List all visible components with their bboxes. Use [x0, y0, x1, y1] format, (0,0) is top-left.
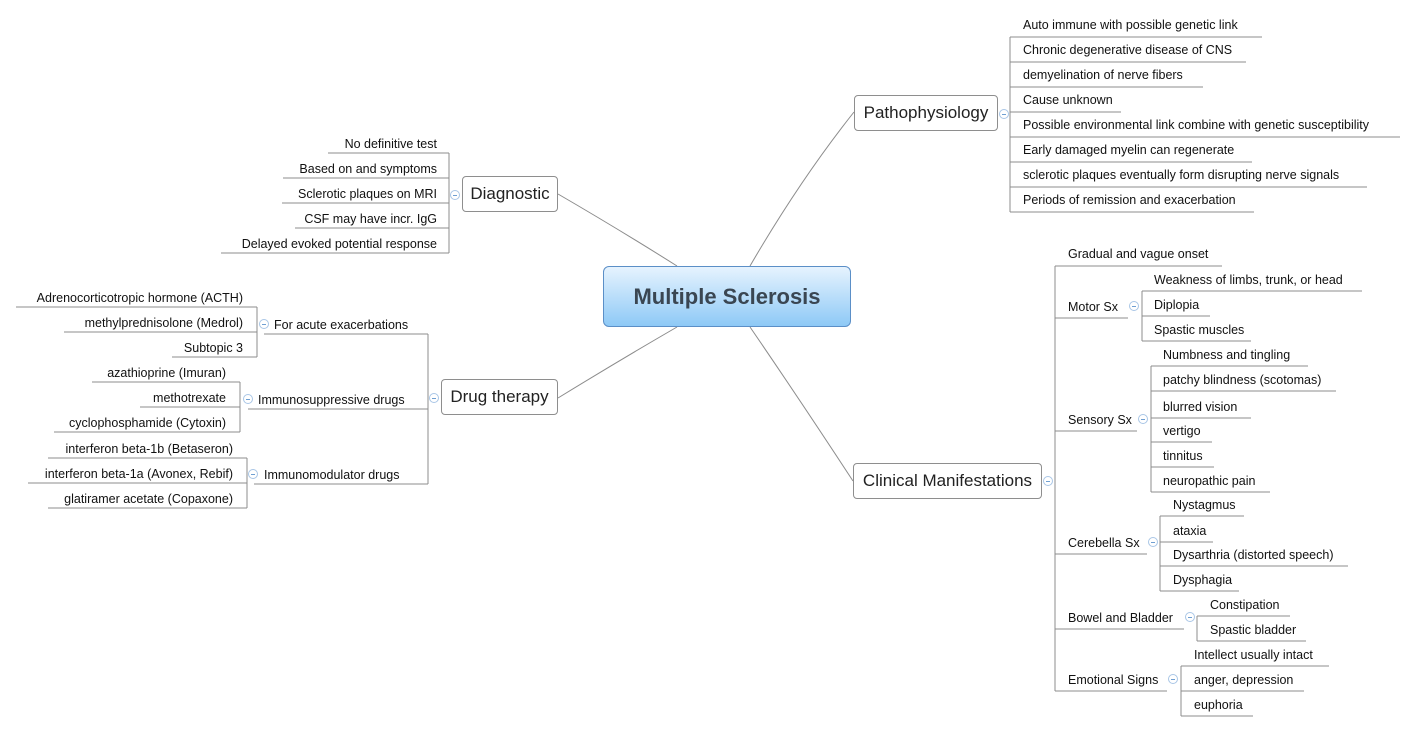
drug-item[interactable]: interferon beta-1b (Betaseron)	[65, 442, 233, 456]
clinical-group-collapse-icon[interactable]	[1129, 301, 1139, 311]
branch-connector	[749, 326, 854, 482]
branch-connector	[557, 326, 678, 399]
clinical-item[interactable]: Spastic bladder	[1210, 623, 1297, 637]
clinical-onset[interactable]: Gradual and vague onset	[1068, 247, 1209, 261]
pathophysiology-item[interactable]: sclerotic plaques eventually form disrup…	[1023, 168, 1340, 182]
branch-connector	[557, 193, 678, 267]
drug-item[interactable]: methotrexate	[153, 391, 226, 405]
drug-item[interactable]: azathioprine (Imuran)	[107, 366, 226, 380]
clinical-item[interactable]: Intellect usually intact	[1194, 648, 1313, 662]
clinical-group-label[interactable]: Emotional Signs	[1068, 673, 1159, 687]
clinical-item[interactable]: euphoria	[1194, 698, 1243, 712]
pathophysiology-item[interactable]: Possible environmental link combine with…	[1023, 118, 1370, 132]
clinical-group-collapse-icon[interactable]	[1185, 612, 1195, 622]
drug-item[interactable]: methylprednisolone (Medrol)	[84, 316, 243, 330]
pathophysiology-item[interactable]: demyelination of nerve fibers	[1023, 68, 1183, 82]
clinical-group-label[interactable]: Sensory Sx	[1068, 413, 1132, 427]
topic-clinical-manifestations[interactable]: Clinical Manifestations	[853, 463, 1042, 499]
branch-connector	[749, 111, 855, 267]
topic-diagnostic[interactable]: Diagnostic	[462, 176, 558, 212]
drug-group-collapse-icon[interactable]	[248, 469, 258, 479]
drug-therapy-collapse-icon[interactable]	[429, 393, 439, 403]
diagnostic-item[interactable]: CSF may have incr. IgG	[304, 212, 437, 226]
pathophysiology-item[interactable]: Chronic degenerative disease of CNS	[1023, 43, 1233, 57]
diagnostic-item[interactable]: Based on and symptoms	[299, 162, 437, 176]
clinical-item[interactable]: Constipation	[1210, 598, 1280, 612]
clinical-item[interactable]: Nystagmus	[1173, 498, 1236, 512]
diagnostic-item[interactable]: Sclerotic plaques on MRI	[298, 187, 437, 201]
clinical-group-collapse-icon[interactable]	[1138, 414, 1148, 424]
clinical-item[interactable]: vertigo	[1163, 424, 1201, 438]
drug-item[interactable]: Subtopic 3	[183, 341, 243, 355]
drug-group-label[interactable]: Immunomodulator drugs	[264, 468, 400, 482]
pathophysiology-item[interactable]: Periods of remission and exacerbation	[1023, 193, 1236, 207]
diagnostic-collapse-icon[interactable]	[450, 190, 460, 200]
diagnostic-item[interactable]: Delayed evoked potential response	[241, 237, 437, 251]
diagnostic-item[interactable]: No definitive test	[344, 137, 437, 151]
clinical-item[interactable]: anger, depression	[1194, 673, 1294, 687]
clinical-item[interactable]: Diplopia	[1154, 298, 1200, 312]
drug-group-label[interactable]: For acute exacerbations	[274, 318, 409, 332]
clinical-item[interactable]: tinnitus	[1163, 449, 1203, 463]
clinical-item[interactable]: Weakness of limbs, trunk, or head	[1154, 273, 1343, 287]
clinical-item[interactable]: Spastic muscles	[1154, 323, 1245, 337]
topic-pathophysiology[interactable]: Pathophysiology	[854, 95, 998, 131]
clinical-item[interactable]: patchy blindness (scotomas)	[1163, 373, 1322, 387]
clinical-item[interactable]: Numbness and tingling	[1163, 348, 1291, 362]
clinical-group-collapse-icon[interactable]	[1168, 674, 1178, 684]
drug-item[interactable]: Adrenocorticotropic hormone (ACTH)	[36, 291, 243, 305]
clinical-group-label[interactable]: Bowel and Bladder	[1068, 611, 1173, 625]
clinical-item[interactable]: neuropathic pain	[1163, 474, 1256, 488]
clinical-item[interactable]: ataxia	[1173, 524, 1207, 538]
drug-group-label[interactable]: Immunosuppressive drugs	[258, 393, 405, 407]
drug-item[interactable]: interferon beta-1a (Avonex, Rebif)	[44, 467, 233, 481]
topic-drug-therapy[interactable]: Drug therapy	[441, 379, 558, 415]
pathophysiology-item[interactable]: Auto immune with possible genetic link	[1023, 18, 1238, 32]
pathophysiology-item[interactable]: Early damaged myelin can regenerate	[1023, 143, 1235, 157]
clinical-group-label[interactable]: Motor Sx	[1068, 300, 1119, 314]
drug-group-collapse-icon[interactable]	[259, 319, 269, 329]
central-topic[interactable]: Multiple Sclerosis	[603, 266, 851, 327]
clinical-item[interactable]: Dysphagia	[1173, 573, 1233, 587]
clinical-item[interactable]: Dysarthria (distorted speech)	[1173, 548, 1334, 562]
clinical-collapse-icon[interactable]	[1043, 476, 1053, 486]
pathophysiology-item[interactable]: Cause unknown	[1023, 93, 1113, 107]
pathophysiology-collapse-icon[interactable]	[999, 109, 1009, 119]
drug-group-collapse-icon[interactable]	[243, 394, 253, 404]
clinical-group-collapse-icon[interactable]	[1148, 537, 1158, 547]
drug-item[interactable]: cyclophosphamide (Cytoxin)	[68, 416, 226, 430]
clinical-item[interactable]: blurred vision	[1163, 400, 1238, 414]
drug-item[interactable]: glatiramer acetate (Copaxone)	[64, 492, 233, 506]
clinical-group-label[interactable]: Cerebella Sx	[1068, 536, 1140, 550]
